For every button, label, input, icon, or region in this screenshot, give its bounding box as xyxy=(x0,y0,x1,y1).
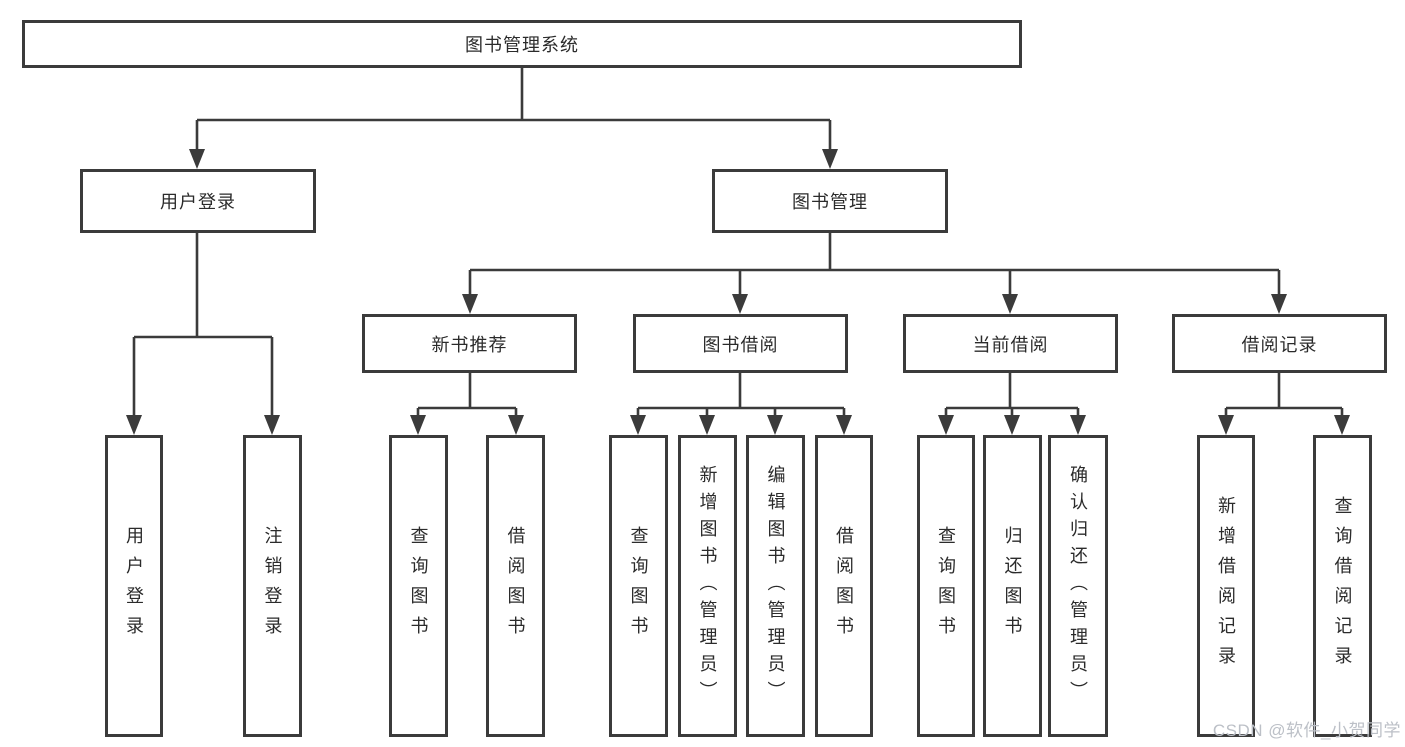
node-label: 图书管理 xyxy=(792,192,868,212)
leaf-query-books: 查询图书 xyxy=(609,435,668,737)
node-label: 图书借阅 xyxy=(702,334,779,355)
leaf-label: 借阅图书 xyxy=(505,526,526,646)
node-label: 借阅记录 xyxy=(1241,334,1318,355)
leaf-user-login: 用户登录 xyxy=(105,435,163,737)
leaf-label: 归还图书 xyxy=(1002,526,1023,646)
node-current-borrow: 当前借阅 xyxy=(903,314,1118,373)
node-borrow-records: 借阅记录 xyxy=(1172,314,1387,373)
node-label: 新书推荐 xyxy=(431,334,508,355)
leaf-query-books: 查询图书 xyxy=(917,435,975,737)
leaf-label: 查询借阅记录 xyxy=(1332,496,1353,676)
leaf-query-books: 查询图书 xyxy=(389,435,448,737)
leaf-label: 查询图书 xyxy=(408,526,429,646)
leaf-label: 新增借阅记录 xyxy=(1216,496,1236,676)
node-book-borrow: 图书借阅 xyxy=(633,314,848,373)
node-root-library-system: 图书管理系统 xyxy=(22,20,1022,68)
leaf-label: 新增图书（管理员） xyxy=(697,464,718,708)
leaf-borrow-books: 借阅图书 xyxy=(486,435,545,737)
leaf-borrow-books: 借阅图书 xyxy=(815,435,873,737)
leaf-edit-book-admin: 编辑图书（管理员） xyxy=(746,435,805,737)
leaf-label: 确认归还（管理员） xyxy=(1068,464,1088,708)
csdn-watermark: CSDN @软件_小贺同学 xyxy=(1212,721,1401,740)
leaf-query-borrow-record: 查询借阅记录 xyxy=(1313,435,1372,737)
leaf-label: 注销登录 xyxy=(262,526,283,646)
leaf-label: 编辑图书（管理员） xyxy=(765,464,786,708)
leaf-label: 查询图书 xyxy=(628,526,649,646)
leaf-add-borrow-record: 新增借阅记录 xyxy=(1197,435,1255,737)
leaf-label: 借阅图书 xyxy=(834,526,854,646)
leaf-label: 查询图书 xyxy=(936,526,956,646)
node-user-login: 用户登录 xyxy=(80,169,316,233)
node-label: 图书管理系统 xyxy=(465,35,579,55)
node-book-management: 图书管理 xyxy=(712,169,948,233)
leaf-return-book: 归还图书 xyxy=(983,435,1042,737)
leaf-logout: 注销登录 xyxy=(243,435,302,737)
leaf-add-book-admin: 新增图书（管理员） xyxy=(678,435,737,737)
leaf-label: 用户登录 xyxy=(124,526,144,646)
node-new-book-recommend: 新书推荐 xyxy=(362,314,577,373)
leaf-confirm-return-admin: 确认归还（管理员） xyxy=(1048,435,1108,737)
node-label: 用户登录 xyxy=(160,192,236,212)
node-label: 当前借阅 xyxy=(972,334,1049,355)
